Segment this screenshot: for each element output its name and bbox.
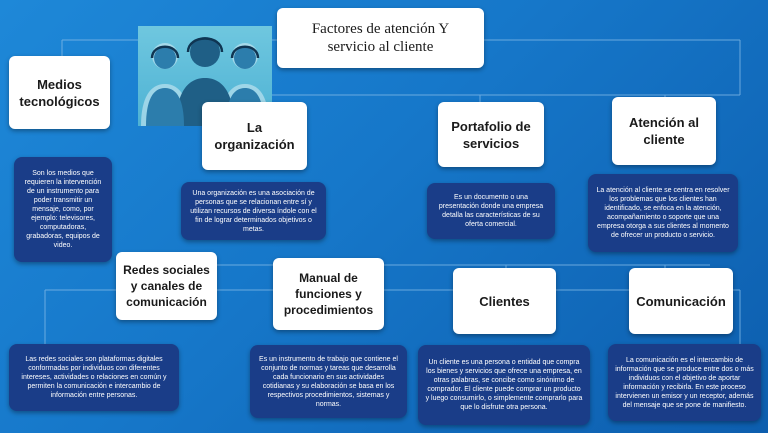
heading-medios-tecnologicos: Medios tecnológicos: [9, 56, 110, 129]
heading-la-organizacion: La organización: [202, 102, 307, 170]
heading-clientes: Clientes: [453, 268, 556, 334]
description-la-organizacion: Una organización es una asociación de pe…: [181, 182, 326, 240]
heading-atencion-al-cliente: Atención al cliente: [612, 97, 716, 165]
description-portafolio-de-servicios: Es un documento o una presentación donde…: [427, 183, 555, 239]
description-clientes: Un cliente es una persona o entidad que …: [418, 345, 590, 425]
description-atencion-al-cliente: La atención al cliente se centra en reso…: [588, 174, 738, 252]
description-comunicacion: La comunicación es el intercambio de inf…: [608, 344, 761, 421]
heading-redes-sociales: Redes sociales y canales de comunicación: [116, 252, 217, 320]
description-manual-de-funciones: Es un instrumento de trabajo que contien…: [250, 345, 407, 418]
description-redes-sociales: Las redes sociales son plataformas digit…: [9, 344, 179, 411]
heading-manual-de-funciones: Manual de funciones y procedimientos: [273, 258, 384, 330]
heading-comunicacion: Comunicación: [629, 268, 733, 334]
heading-portafolio-de-servicios: Portafolio de servicios: [438, 102, 544, 167]
page-title: Factores de atención Y servicio al clien…: [277, 8, 484, 68]
description-medios-tecnologicos: Son los medios que requieren la interven…: [14, 157, 112, 262]
